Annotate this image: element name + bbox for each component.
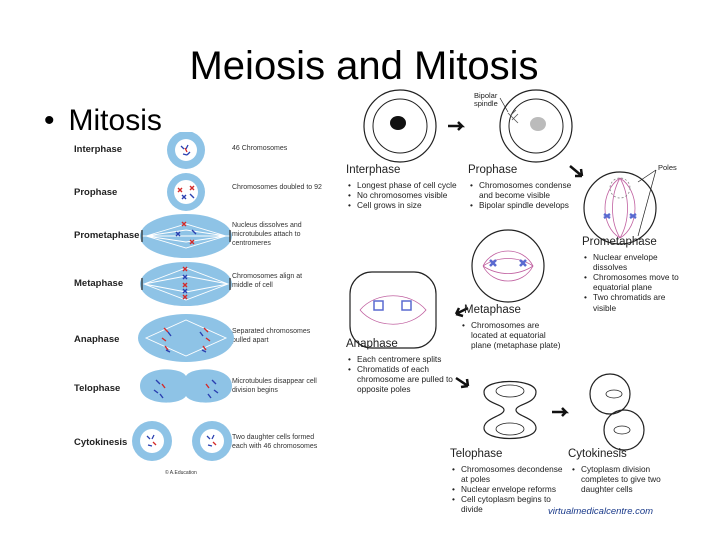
list-item: Chromosomes move to equatorial plane xyxy=(584,272,690,292)
list-item: Chromatids of each chromosome are pulled… xyxy=(348,364,456,394)
cell-prophase xyxy=(167,173,205,211)
arrow-icon xyxy=(455,376,470,389)
left-stage-desc: 46 Chromosomes xyxy=(232,145,288,152)
bullet-text: Mitosis xyxy=(68,104,162,137)
list-interphase: Longest phase of cell cycle No chromosom… xyxy=(348,180,468,210)
left-credit: © A.Education xyxy=(165,470,197,476)
cell-anaphase-right xyxy=(349,271,437,349)
cell-telophase xyxy=(140,369,232,403)
list-prometaphase: Nuclear envelope dissolves Chromosomes m… xyxy=(584,252,690,313)
cell-telophase-right xyxy=(483,381,537,439)
cell-anaphase xyxy=(138,314,234,362)
list-item: Cell cytoplasm begins to divide xyxy=(452,494,564,514)
source-logo: virtualmedicalcentre.com xyxy=(548,506,654,517)
list-item: Nuclear envelope dissolves xyxy=(584,252,690,272)
list-item: Chromosomes decondense at poles xyxy=(452,464,564,484)
left-stage-desc: Chromosomes doubled to 92 xyxy=(232,184,322,191)
cell-metaphase-right xyxy=(471,229,545,303)
left-cell-drawings xyxy=(132,132,234,461)
left-stage-desc: Separated chromosomes pulled apart xyxy=(232,328,311,344)
label-anaphase: Anaphase xyxy=(346,338,398,350)
list-item: Bipolar spindle develops xyxy=(470,200,580,210)
arrow-icon xyxy=(448,121,466,131)
left-stage-desc: Nucleus dissolves and microtubules attac… xyxy=(232,222,302,247)
cell-prophase-right xyxy=(499,89,573,163)
list-cytokinesis: Cytoplasm division completes to give two… xyxy=(572,464,682,494)
list-item: No chromosomes visible xyxy=(348,190,468,200)
list-item: Nuclear envelope reforms xyxy=(452,484,564,494)
slide-title: Meiosis and Mitosis xyxy=(189,44,539,88)
list-item: Cell grows in size xyxy=(348,200,468,210)
list-item: Chromosomes condense and become visible xyxy=(470,180,580,200)
cell-interphase-right xyxy=(363,89,437,163)
list-metaphase: Chromosomes are located at equatorial pl… xyxy=(462,320,562,350)
label-prophase: Prophase xyxy=(468,164,518,176)
left-stage-desc: Microtubules disappear cell division beg… xyxy=(232,378,317,394)
label-metaphase: Metaphase xyxy=(464,304,521,316)
left-stage-name: Anaphase xyxy=(74,334,120,345)
left-stage-desc: Chromosomes align at middle of cell xyxy=(232,273,303,289)
label-telophase: Telophase xyxy=(450,448,503,460)
list-anaphase: Each centromere splits Chromatids of eac… xyxy=(348,354,456,394)
label-cytokinesis: Cytokinesis xyxy=(568,448,627,460)
list-item: Cytoplasm division completes to give two… xyxy=(572,464,682,494)
list-item: Each centromere splits xyxy=(348,354,456,364)
cell-metaphase xyxy=(140,262,232,306)
cell-prometaphase-right xyxy=(583,169,657,245)
list-prophase: Chromosomes condense and become visible … xyxy=(470,180,580,210)
left-stage-desc: Two daughter cells formed each with 46 c… xyxy=(232,434,318,450)
left-stage-name: Prometaphase xyxy=(74,230,140,241)
label-interphase: Interphase xyxy=(346,164,401,176)
list-item: Two chromatids are visible xyxy=(584,292,690,312)
list-item: Longest phase of cell cycle xyxy=(348,180,468,190)
cell-cytokinesis-right xyxy=(589,373,645,451)
bullet-dot: • xyxy=(44,104,55,137)
label-prometaphase: Prometaphase xyxy=(582,236,657,248)
left-stage-diagram: Interphase 46 Chromosomes Prophase Chrom… xyxy=(62,132,324,477)
left-stage-name: Prophase xyxy=(74,187,118,198)
list-item: Chromosomes are located at equatorial pl… xyxy=(462,320,562,350)
left-stage-name: Metaphase xyxy=(74,278,124,289)
left-stage-name: Telophase xyxy=(74,383,121,394)
cell-cytokinesis xyxy=(132,421,232,461)
cell-prometaphase xyxy=(140,214,232,258)
cell-interphase xyxy=(167,132,205,169)
arrow-icon xyxy=(454,306,469,318)
spindle-label: Bipolar spindle xyxy=(474,91,498,109)
right-cell-drawings xyxy=(349,89,657,451)
poles-label: Poles xyxy=(658,163,677,172)
list-telophase: Chromosomes decondense at poles Nuclear … xyxy=(452,464,564,515)
bullet-mitosis: • Mitosis xyxy=(44,104,162,138)
right-cycle-diagram: Bipolar spindle Poles Interphase Longest… xyxy=(338,86,690,526)
left-stage-name: Interphase xyxy=(74,144,123,155)
arrow-icon xyxy=(552,407,570,417)
left-stage-name: Cytokinesis xyxy=(74,437,128,448)
arrow-icon xyxy=(569,165,584,178)
